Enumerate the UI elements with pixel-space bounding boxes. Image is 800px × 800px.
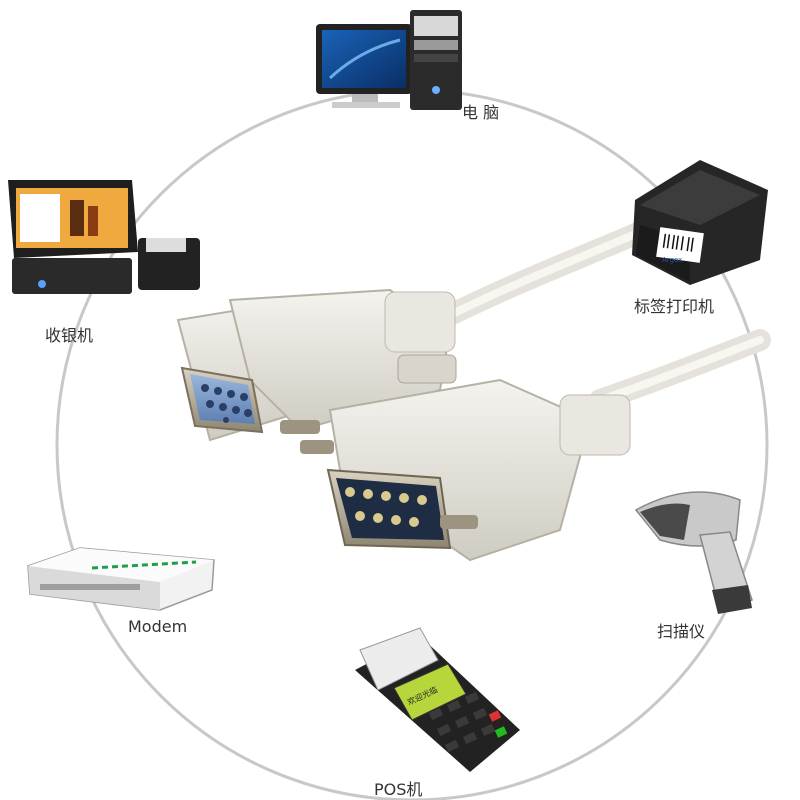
cash-register-label: 收银机 — [45, 326, 94, 345]
computer-image — [316, 10, 462, 110]
pos-label: POS机 — [374, 780, 423, 799]
pos-terminal-image — [355, 627, 520, 772]
barcode-scanner-image — [634, 491, 753, 614]
scanner-label: 扫描仪 — [657, 622, 706, 641]
computer-label: 电 脑 — [462, 103, 500, 122]
modem-image — [27, 547, 215, 611]
cables — [429, 221, 771, 411]
db9-male-connector — [300, 378, 631, 562]
label-printer-label: 标签打印机 — [634, 297, 715, 316]
cash-register-image — [8, 180, 200, 294]
label-printer-image — [632, 160, 768, 285]
modem-label: Modem — [128, 617, 188, 636]
printer-brand-text: Argox — [662, 256, 682, 264]
db9-female-connector — [176, 288, 457, 442]
